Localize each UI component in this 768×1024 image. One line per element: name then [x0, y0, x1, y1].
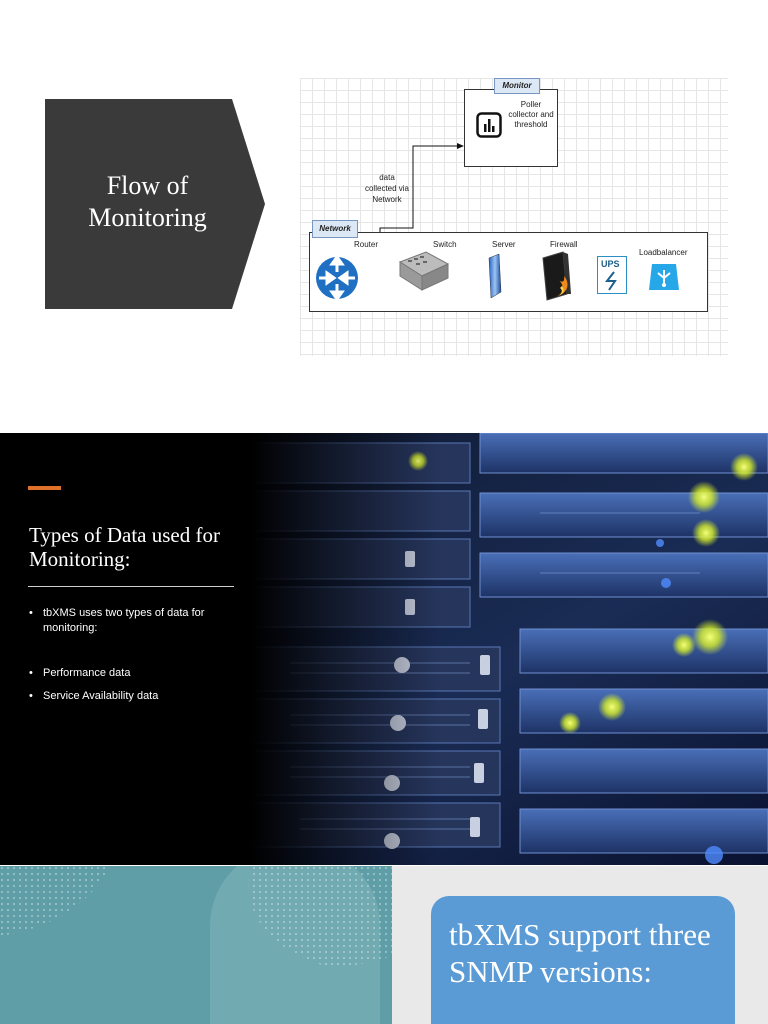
network-tag: Network: [312, 220, 358, 238]
slide-snmp-versions: tbXMS support three SNMP versions:: [0, 866, 768, 1024]
bullet-item: Performance data: [29, 666, 249, 681]
data-flow-arrow: [379, 143, 464, 232]
server-icon: [488, 253, 502, 299]
ups-icon-text: UPS: [601, 259, 620, 269]
device-label-loadbalancer: Loadbalancer: [639, 248, 688, 257]
device-label-server: Server: [492, 240, 516, 249]
switch-icon: [398, 251, 450, 291]
slide-title: Types of Data used for Monitoring:: [29, 523, 220, 571]
bullet-item: Service Availability data: [29, 689, 249, 704]
data-collected-label: data collected via Network: [364, 173, 410, 204]
snmp-card: [431, 896, 735, 1024]
loadbalancer-icon: [649, 264, 679, 290]
bullet-list: tbXMS uses two types of data for monitor…: [29, 606, 249, 704]
network-box: [309, 232, 708, 312]
bullet-item: tbXMS uses two types of data for monitor…: [29, 606, 249, 636]
ups-icon: UPS: [597, 256, 627, 294]
device-label-router: Router: [354, 240, 379, 249]
device-label-switch: Switch: [433, 240, 457, 249]
title-chevron: [45, 99, 265, 309]
dark-gradient-overlay: [0, 433, 768, 865]
snmp-card-text: tbXMS support three SNMP versions:: [449, 917, 711, 989]
chart-icon: [476, 112, 502, 138]
slide-flow-of-monitoring: Flow of Monitoring Monitor Poller collec…: [0, 0, 768, 432]
poller-text: Poller collector and threshold: [508, 100, 554, 129]
monitoring-flow-diagram: Monitor Poller collector and threshold d…: [300, 78, 728, 356]
slide-title: Flow of Monitoring: [88, 171, 207, 232]
dot-pattern: [0, 866, 392, 966]
firewall-icon: [542, 251, 571, 301]
monitor-tag: Monitor: [494, 78, 540, 94]
router-icon: [316, 254, 358, 302]
title-divider: [28, 586, 234, 587]
device-label-firewall: Firewall: [550, 240, 578, 249]
teal-decorative-panel: [0, 866, 392, 1024]
slide-types-of-data: Types of Data used for Monitoring: tbXMS…: [0, 433, 768, 865]
accent-bar: [28, 486, 61, 490]
